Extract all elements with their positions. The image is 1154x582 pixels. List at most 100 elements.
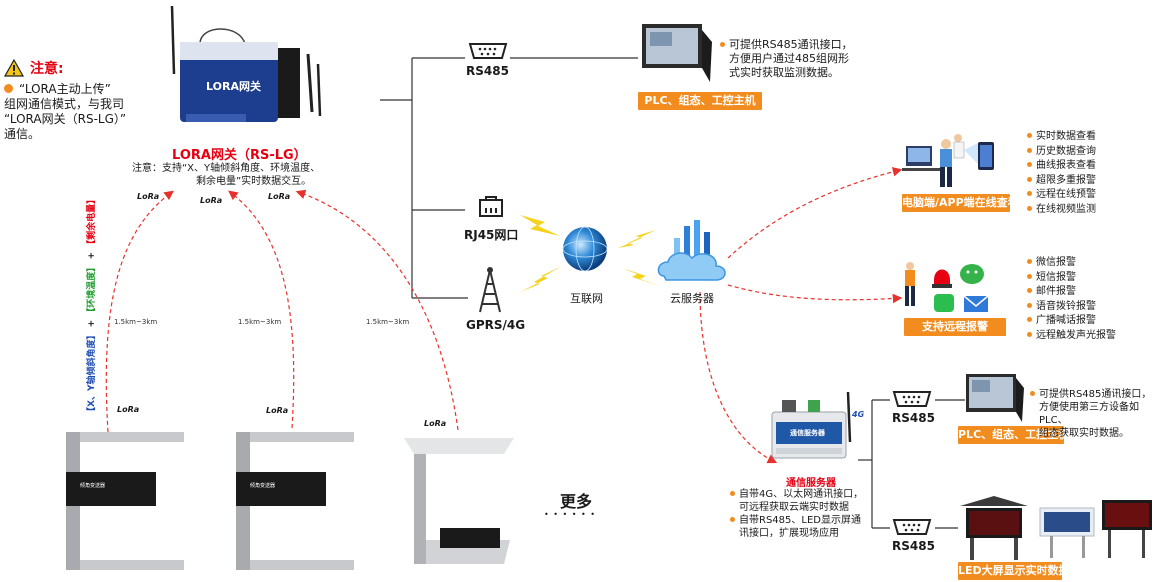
channel-steel-image — [404, 438, 514, 564]
tower-icon — [479, 267, 501, 313]
rs485-port-icon — [892, 518, 932, 540]
gateway-image — [170, 5, 322, 122]
label-temperature: 【环境温度】 — [87, 262, 97, 317]
remote-alarm-badge: 支持远程报警 — [904, 318, 1006, 336]
plc-bottom-note-1: 可提供RS485通讯接口， — [1039, 389, 1152, 400]
rs485-port-icon — [892, 390, 932, 412]
comm-note-2: 可远程获取云端实时数据 — [739, 502, 849, 513]
channel-steel-image — [236, 432, 354, 570]
cloud-icon — [657, 220, 726, 281]
more-dots: • • • • • • — [544, 510, 597, 519]
gateway-brand: LORA网关 — [206, 80, 261, 93]
plc-bottom-note-2: 方便使用第三方设备如PLC、 — [1039, 402, 1139, 426]
sensor-label: 倾角变送器 — [80, 483, 106, 489]
plc-monitor-bottom — [962, 372, 1030, 432]
wireless-bolts — [520, 215, 660, 292]
list-item: 历史数据查询 — [1027, 145, 1096, 160]
list-item: 远程触发声光报警 — [1027, 329, 1116, 344]
notice-title: 注意: — [30, 61, 64, 77]
comm-server-badge: 通信服务器 — [786, 478, 836, 489]
notice-line-2: 组网通信模式，与我司 — [4, 97, 125, 111]
ethernet-icon — [479, 196, 503, 217]
comm-server-device: 通信服务器 4G — [768, 391, 864, 468]
list-item: 在线视频监测 — [1027, 203, 1096, 218]
rs485-icon — [892, 391, 932, 407]
list-item: 语音拨铃报警 — [1027, 300, 1116, 315]
rs485-label: RS485 — [892, 539, 935, 553]
alarm-icons — [905, 262, 989, 312]
plc-bottom-badge: PLC、组态、工控主机 — [958, 426, 1069, 444]
label-battery: 【剩余电量】 — [87, 194, 97, 249]
sensor-mount-1: 倾角变送器 — [66, 432, 184, 570]
notice-line-4: 通信。 — [4, 127, 41, 141]
plc-top-note-3: 式实时获取监测数据。 — [729, 66, 839, 79]
pc-app-badge: 电脑端/APP端在线查看 — [902, 194, 1019, 212]
globe-icon — [562, 226, 608, 272]
comm-note-1: 自带4G、以太网通讯接口， — [739, 489, 864, 500]
list-item: 邮件报警 — [1027, 285, 1116, 300]
person-computer-icon — [902, 134, 994, 187]
comm-server-note: 自带4G、以太网通讯接口， 可远程获取云端实时数据 自带RS485、LED显示屏… — [730, 488, 863, 540]
rs485-icon — [892, 519, 932, 535]
gateway-note-2: 剩余电量”实时数据交互。 — [196, 176, 312, 187]
pc-app-illustration — [900, 132, 1010, 196]
sensor-mount-3 — [400, 432, 518, 570]
cell-tower-icon — [476, 264, 504, 318]
lora-gateway-device: LORA网关 — [160, 4, 330, 132]
plc-top-note-2: 方便用户通过485组网形 — [729, 52, 849, 65]
list-item: 曲线报表查看 — [1027, 159, 1096, 174]
list-item: 短信报警 — [1027, 271, 1116, 286]
tag-4g: 4G — [852, 410, 865, 419]
internet-label: 互联网 — [570, 292, 603, 305]
warning-icon — [4, 59, 24, 77]
remote-alarm-illustration — [900, 258, 1008, 322]
comm-note-4: 讯接口，扩展现场应用 — [739, 528, 839, 539]
notice-line-3: “LORA网关（RS-LG）” — [4, 112, 127, 126]
server-box-image — [771, 391, 852, 459]
list-item: 实时数据查看 — [1027, 130, 1096, 145]
cloud-label: 云服务器 — [670, 292, 714, 305]
list-item: 微信报警 — [1027, 256, 1116, 271]
remote-alarm-list: 微信报警 短信报警 邮件报警 语音拨铃报警 广播喊话报警 远程触发声光报警 — [1027, 256, 1116, 343]
rj45-label: RJ45网口 — [464, 228, 519, 242]
rs485-label: RS485 — [466, 64, 509, 78]
list-item: 远程在线预警 — [1027, 188, 1096, 203]
gateway-title: LORA网关（RS-LG） — [172, 148, 307, 163]
plc-top-note-1: 可提供RS485通讯接口， — [729, 38, 853, 51]
distance-label: 1.5km~3km — [366, 318, 410, 326]
gateway-note-1: 注意：支持“X、Y轴倾斜角度、环境温度、 — [132, 163, 321, 174]
comm-note-3: 自带RS485、LED显示屏通 — [739, 515, 861, 526]
comm-server-device-label: 通信服务器 — [790, 429, 825, 437]
notice-bullet — [4, 84, 13, 93]
sensor-mount-2: 倾角变送器 — [236, 432, 354, 570]
list-item: 广播喊话报警 — [1027, 314, 1116, 329]
rs485-label: RS485 — [892, 411, 935, 425]
distance-label: 1.5km~3km — [114, 318, 158, 326]
label-plus: + — [87, 319, 97, 328]
lora-logo: LoRa — [137, 192, 160, 201]
lora-logo: LoRa — [424, 419, 447, 428]
list-item: 超限多重报警 — [1027, 174, 1096, 189]
plc-top-note: 可提供RS485通讯接口， 方便用户通过485组网形 式实时获取监测数据。 — [720, 38, 853, 80]
plc-top-badge: PLC、组态、工控主机 — [638, 92, 762, 110]
vertical-data-labels: 【X、Y轴倾斜角度】 + 【环境温度】 + 【剩余电量】 — [84, 195, 97, 417]
lora-logo: LoRa — [268, 192, 291, 201]
gprs-label: GPRS/4G — [466, 318, 526, 332]
cloud-server — [654, 220, 732, 294]
led-displays — [958, 496, 1154, 564]
lora-logo: LoRa — [266, 406, 289, 415]
led-badge: LED大屏显示实时数据 — [958, 562, 1070, 580]
pc-app-feature-list: 实时数据查看 历史数据查询 曲线报表查看 超限多重报警 远程在线预警 在线视频监… — [1027, 130, 1096, 217]
monitor-icon — [966, 374, 1024, 422]
notice-panel: 注意: “LORA主动上传” 组网通信模式，与我司 “LORA网关（RS-LG）… — [4, 58, 164, 142]
plc-bottom-note-3: 组态获取实时数据。 — [1039, 428, 1129, 439]
notice-header: 注意: — [4, 58, 164, 78]
channel-steel-image — [66, 432, 184, 570]
label-tilt: 【X、Y轴倾斜角度】 — [87, 330, 97, 416]
internet-globe — [560, 224, 610, 278]
sensor-label: 倾角变送器 — [250, 483, 276, 489]
label-plus: + — [87, 252, 97, 260]
lora-logo: LoRa — [200, 196, 223, 205]
rs485-port-icon — [468, 42, 508, 64]
